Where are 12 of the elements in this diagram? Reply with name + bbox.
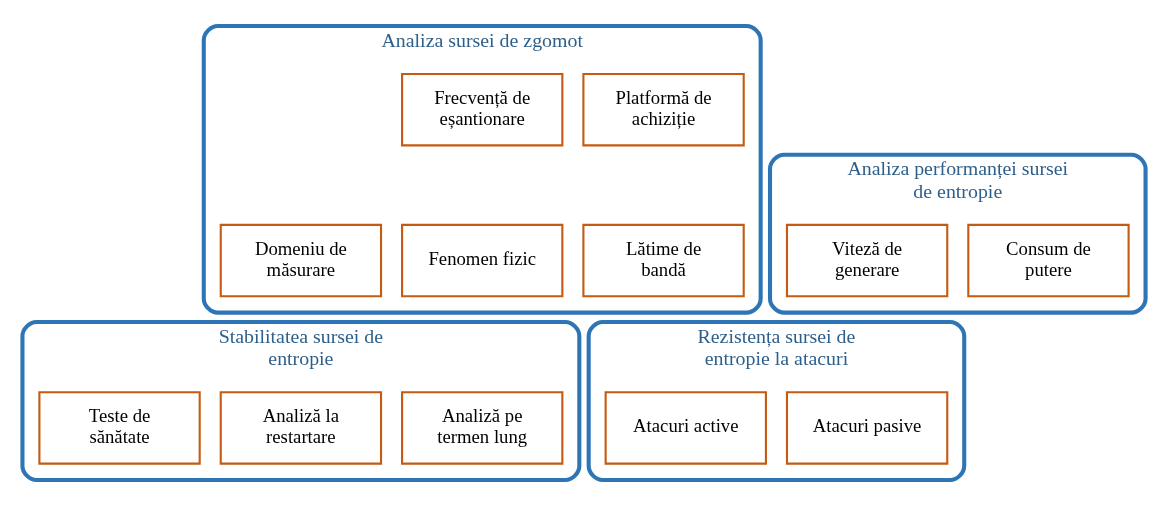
node-box: Atacuri pasive (785, 390, 949, 465)
node-box: Consum de putere (967, 223, 1130, 297)
node-box: Lătime de bandă (582, 223, 745, 297)
node-box: Frecvență de eșantionare (401, 72, 564, 146)
node-box: Platformă de achiziție (582, 72, 745, 146)
node-box: Atacuri active (604, 390, 767, 465)
node-box: Analiză pe termen lung (401, 390, 564, 465)
node-box: Viteză de generare (785, 223, 949, 297)
node-box: Domeniu de măsurare (219, 223, 383, 297)
node-box: Analiză la restartare (219, 390, 383, 465)
node-box: Teste de sănătate (38, 390, 201, 465)
node-box: Fenomen fizic (401, 223, 564, 297)
